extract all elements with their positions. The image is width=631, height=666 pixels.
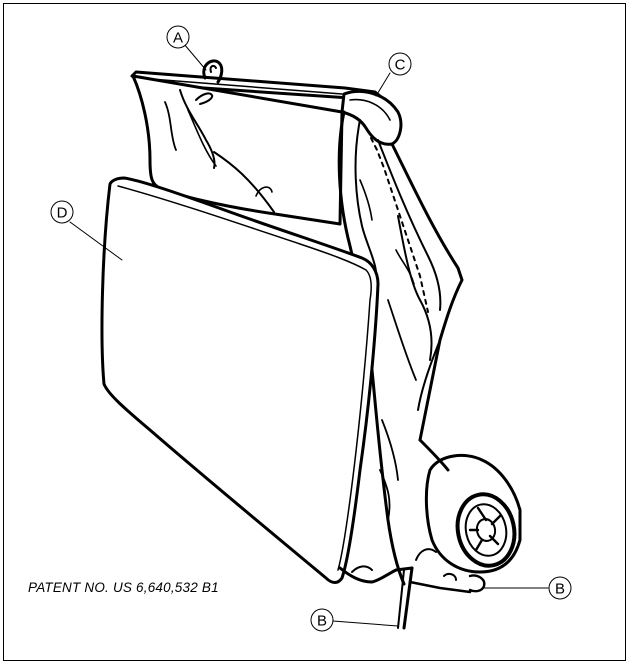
patent-number-text: PATENT NO. US 6,640,532 B1 xyxy=(28,580,219,595)
callout-a-label: A xyxy=(173,30,183,47)
callout-d: D xyxy=(50,200,74,224)
front-panel xyxy=(100,176,380,584)
corner-bracket xyxy=(340,90,403,146)
callout-c-label: C xyxy=(395,57,406,74)
base-and-legs xyxy=(338,548,486,630)
bag-fabric-back xyxy=(131,74,344,226)
callout-d-label: D xyxy=(57,205,68,222)
wheel xyxy=(418,438,522,574)
callout-b-bottom: B xyxy=(310,608,334,632)
leader-lines xyxy=(69,43,549,627)
callout-c: C xyxy=(388,52,412,76)
callout-b-right: B xyxy=(548,576,572,600)
figure-frame xyxy=(3,3,626,661)
callout-b-right-label: B xyxy=(555,581,565,598)
callout-b-bottom-label: B xyxy=(317,613,327,630)
callout-a: A xyxy=(166,25,190,49)
right-frame-rail xyxy=(370,137,464,442)
